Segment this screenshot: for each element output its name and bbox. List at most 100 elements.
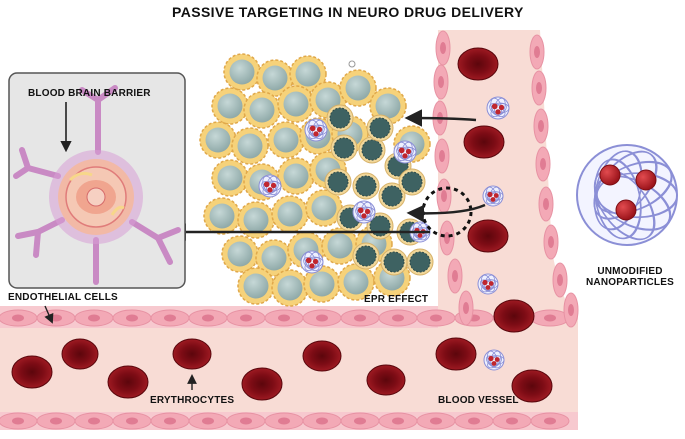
endothelial-cell [492, 412, 532, 430]
drug-payload [599, 164, 621, 186]
endothelial-cell [188, 309, 228, 327]
endothelial-cell [434, 138, 450, 174]
endothelial-cell [531, 70, 547, 106]
erythrocyte [467, 219, 509, 253]
tumor-cell [223, 53, 261, 91]
endothelial-cell [188, 412, 228, 430]
endothelial-cell [447, 258, 463, 294]
erythrocyte [61, 338, 99, 370]
endothelial-cell [454, 412, 494, 430]
dark-cell [324, 168, 352, 196]
endothelial-cell [150, 309, 190, 327]
endothelial-cell [226, 412, 266, 430]
label-erythrocytes: ERYTHROCYTES [150, 395, 235, 406]
erythrocyte [11, 355, 53, 389]
erythrocyte [493, 299, 535, 333]
endothelial-cell [552, 262, 568, 298]
label-epr-effect: EPR EFFECT [364, 294, 429, 305]
nanoparticle [393, 140, 417, 164]
dark-cell [326, 104, 354, 132]
endothelial-cell [378, 412, 418, 430]
tumor-cell [231, 127, 269, 165]
nanoparticle [258, 174, 282, 198]
tumor-cell [305, 189, 343, 227]
nanoparticles-group [111, 96, 510, 371]
endothelial-cell [0, 309, 38, 327]
nanoparticle [304, 118, 328, 142]
bbb-panel [8, 72, 186, 289]
diagram-title: PASSIVE TARGETING IN NEURO DRUG DELIVERY [172, 4, 524, 20]
endothelial-cell [36, 412, 76, 430]
label-nanoparticles-line1: UNMODIFIED [597, 266, 663, 277]
tumor-cell [321, 227, 359, 265]
endothelial-cell [36, 309, 76, 327]
endothelial-cell [340, 309, 380, 327]
endothelial-cell [563, 292, 579, 328]
endothelial-cell [150, 412, 190, 430]
erythrocyte [511, 369, 553, 403]
tumor-cell [267, 121, 305, 159]
label-endothelial-cells: ENDOTHELIAL CELLS [8, 292, 118, 303]
erythrocyte [302, 340, 342, 372]
tumor-cell [203, 197, 241, 235]
dark-cell [378, 182, 406, 210]
erythrocytes-group [11, 47, 553, 403]
vertical-blood-vessel [438, 30, 578, 330]
nanoparticle [482, 185, 504, 207]
dark-cell [352, 172, 380, 200]
label-blood-brain-barrier: BLOOD BRAIN BARRIER [28, 88, 151, 99]
endothelial-cell [74, 309, 114, 327]
tumor-cell [243, 91, 281, 129]
endothelial-cell [533, 108, 549, 144]
erythrocyte [172, 338, 212, 370]
dark-cell [398, 168, 426, 196]
erythrocyte [107, 365, 149, 399]
curved-arrow-lower [406, 203, 486, 223]
small-mark [348, 60, 356, 68]
erythrocyte [366, 364, 406, 396]
endothelial-cells [0, 30, 579, 430]
endothelial-cell [226, 309, 266, 327]
dark-cell [366, 114, 394, 142]
endothelial-cell [458, 290, 474, 326]
endothelial-cell [340, 412, 380, 430]
endothelial-cell [112, 309, 152, 327]
endothelial-cell [416, 309, 456, 327]
nanoparticle [352, 200, 376, 224]
endothelial-cell [264, 412, 304, 430]
dark-cell [380, 248, 408, 276]
tumor-cell [211, 87, 249, 125]
curved-arrow-upper [404, 109, 477, 127]
endothelial-cell [416, 412, 456, 430]
endothelial-cell [439, 220, 455, 256]
drug-payload [635, 169, 657, 191]
endothelial-cell [264, 309, 304, 327]
endothelial-cell [74, 412, 114, 430]
tumor-cell [303, 265, 341, 303]
nanoparticle [486, 96, 510, 120]
nanoparticle [483, 349, 505, 371]
dark-cell [406, 248, 434, 276]
endothelial-cell [302, 309, 342, 327]
erythrocyte [457, 47, 499, 81]
nanoparticle [300, 250, 324, 274]
dark-cell [358, 136, 386, 164]
dark-cell [352, 242, 380, 270]
tumor-cell [271, 269, 309, 307]
erythrocyte [463, 125, 505, 159]
tumor-cell [237, 267, 275, 305]
endothelial-cell [302, 412, 342, 430]
tumor-cell [271, 195, 309, 233]
endothelial-cell [436, 178, 452, 214]
tumor-cell [221, 235, 259, 273]
endothelial-pointer [44, 305, 54, 324]
label-nanoparticles: UNMODIFIED NANOPARTICLES [578, 266, 682, 288]
endothelial-cell [0, 412, 38, 430]
endothelial-cell [529, 34, 545, 70]
endothelial-cell [535, 146, 551, 182]
label-blood-vessel: BLOOD VESSEL [438, 395, 519, 406]
erythrocyte [435, 337, 477, 371]
erythrocyte [241, 367, 283, 401]
